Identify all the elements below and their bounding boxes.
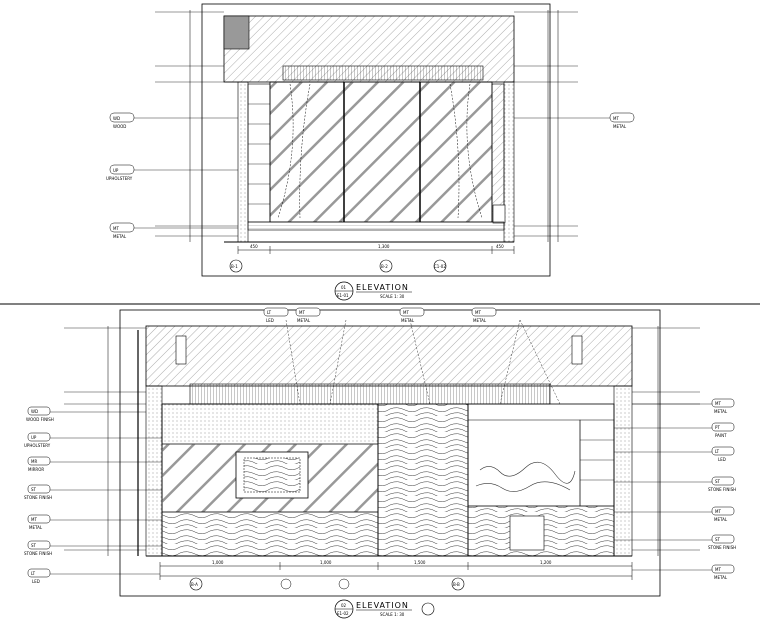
bottom-scale: SCALE 1: 30 <box>380 612 405 617</box>
svg-text:METAL: METAL <box>714 517 728 522</box>
svg-text:ST: ST <box>715 479 721 484</box>
svg-text:METAL: METAL <box>29 525 43 530</box>
bottom-dim-2: 1,000 <box>320 560 332 565</box>
top-section-ref: C1-02 <box>434 264 446 269</box>
top-floor-sill <box>247 221 505 231</box>
svg-text:MT: MT <box>715 401 721 406</box>
svg-text:LED: LED <box>32 579 40 584</box>
top-title-block: 01 E1-01 ELEVATION SCALE 1: 30 <box>334 281 412 301</box>
top-ceiling-box <box>223 15 250 50</box>
svg-text:WOOD: WOOD <box>113 124 126 129</box>
svg-text:MT: MT <box>715 567 721 572</box>
svg-text:WD: WD <box>113 116 120 121</box>
bottom-grid-ba: B-A <box>191 582 198 587</box>
bottom-ceiling-hatch <box>145 325 633 387</box>
top-left-wall <box>237 81 249 243</box>
svg-text:UP: UP <box>31 435 37 440</box>
top-right-wall <box>503 81 515 243</box>
bottom-elevation: 1,000 1,000 1,500 1,200 B-A B-B LT LED M… <box>24 307 736 619</box>
top-left-shelf <box>247 83 271 223</box>
svg-text:METAL: METAL <box>714 575 728 580</box>
svg-text:UP: UP <box>113 168 119 173</box>
top-right-tag-1: MT METAL <box>514 112 635 129</box>
top-left-tag-3: MT METAL <box>109 222 238 239</box>
top-elevation: 450 1,300 450 B-1 B-2 C1-02 WD WOOD UP U… <box>106 3 635 301</box>
bottom-wood-panel <box>377 403 469 557</box>
top-view-number: 01 <box>341 285 347 290</box>
svg-text:MT: MT <box>113 226 119 231</box>
bottom-left-wall <box>145 385 163 557</box>
bottom-right-wall <box>613 385 633 557</box>
bottom-top-tags: LT LED MT METAL MT METAL MT METAL <box>263 307 497 323</box>
top-dim-2: 1,300 <box>378 244 390 249</box>
svg-text:LT: LT <box>31 571 36 576</box>
bottom-title: ELEVATION <box>356 601 409 610</box>
svg-text:METAL: METAL <box>113 234 127 239</box>
top-sheet-ref: E1-01 <box>337 293 349 298</box>
bottom-frame <box>119 309 661 597</box>
svg-text:STONE FINISH: STONE FINISH <box>24 495 52 500</box>
bottom-curtain-box <box>189 383 551 405</box>
svg-text:PT: PT <box>715 425 720 430</box>
top-window-glass <box>269 81 493 223</box>
svg-text:METAL: METAL <box>613 124 627 129</box>
svg-text:METAL: METAL <box>473 318 487 323</box>
svg-text:MIRROR: MIRROR <box>28 467 44 472</box>
bottom-sheet-ref: E1-02 <box>337 611 349 616</box>
svg-text:LT: LT <box>715 449 720 454</box>
svg-text:MT: MT <box>475 310 481 315</box>
bottom-dim-1: 1,000 <box>212 560 224 565</box>
svg-text:ST: ST <box>715 537 721 542</box>
svg-text:MT: MT <box>299 310 305 315</box>
svg-text:STONE FINISH: STONE FINISH <box>708 487 736 492</box>
bottom-view-number: 02 <box>341 603 347 608</box>
svg-text:METAL: METAL <box>401 318 415 323</box>
svg-text:MT: MT <box>31 517 37 522</box>
svg-text:STONE FINISH: STONE FINISH <box>24 551 52 556</box>
bottom-dim-4: 1,200 <box>540 560 552 565</box>
svg-text:LED: LED <box>266 318 274 323</box>
bottom-dim-3: 1,500 <box>414 560 426 565</box>
top-grid-b2: B-2 <box>381 264 388 269</box>
svg-text:UPHOLSTERY: UPHOLSTERY <box>106 176 133 181</box>
top-grid-b1: B-1 <box>231 264 238 269</box>
top-left-tag-1: WD WOOD <box>109 112 238 129</box>
svg-text:METAL: METAL <box>714 409 728 414</box>
bottom-left-tags: WD WOOD FINISH UP UPHOLSTERY MR MIRROR S… <box>24 406 162 584</box>
svg-text:LED: LED <box>718 457 726 462</box>
svg-text:UPHOLSTERY: UPHOLSTERY <box>24 443 51 448</box>
svg-text:WOOD FINISH: WOOD FINISH <box>26 417 54 422</box>
svg-text:MT: MT <box>715 509 721 514</box>
svg-text:ST: ST <box>31 543 37 548</box>
svg-text:WD: WD <box>31 409 38 414</box>
svg-text:MR: MR <box>31 459 37 464</box>
bottom-stone-base <box>161 511 379 557</box>
svg-text:ST: ST <box>31 487 37 492</box>
bottom-grid-bb: B-B <box>453 582 460 587</box>
top-scale: SCALE 1: 30 <box>380 294 405 299</box>
svg-text:MT: MT <box>403 310 409 315</box>
bottom-title-block: 02 E1-02 ELEVATION SCALE 1: 30 <box>334 599 435 619</box>
top-dim-1: 450 <box>250 244 258 249</box>
top-dim-3: 450 <box>496 244 504 249</box>
top-right-panel <box>491 83 505 223</box>
svg-text:METAL: METAL <box>297 318 311 323</box>
svg-text:PAINT: PAINT <box>715 433 727 438</box>
top-title: ELEVATION <box>356 283 409 292</box>
svg-text:STONE FINISH: STONE FINISH <box>708 545 736 550</box>
top-left-tag-2: UP UPHOLSTERY <box>106 164 238 181</box>
svg-text:MT: MT <box>613 116 619 121</box>
top-frame <box>201 3 551 277</box>
bottom-right-tags: MT METAL PT PAINT LT LED ST STONE FINISH… <box>614 398 736 580</box>
svg-text:LT: LT <box>267 310 272 315</box>
top-curtain-box <box>282 65 484 81</box>
